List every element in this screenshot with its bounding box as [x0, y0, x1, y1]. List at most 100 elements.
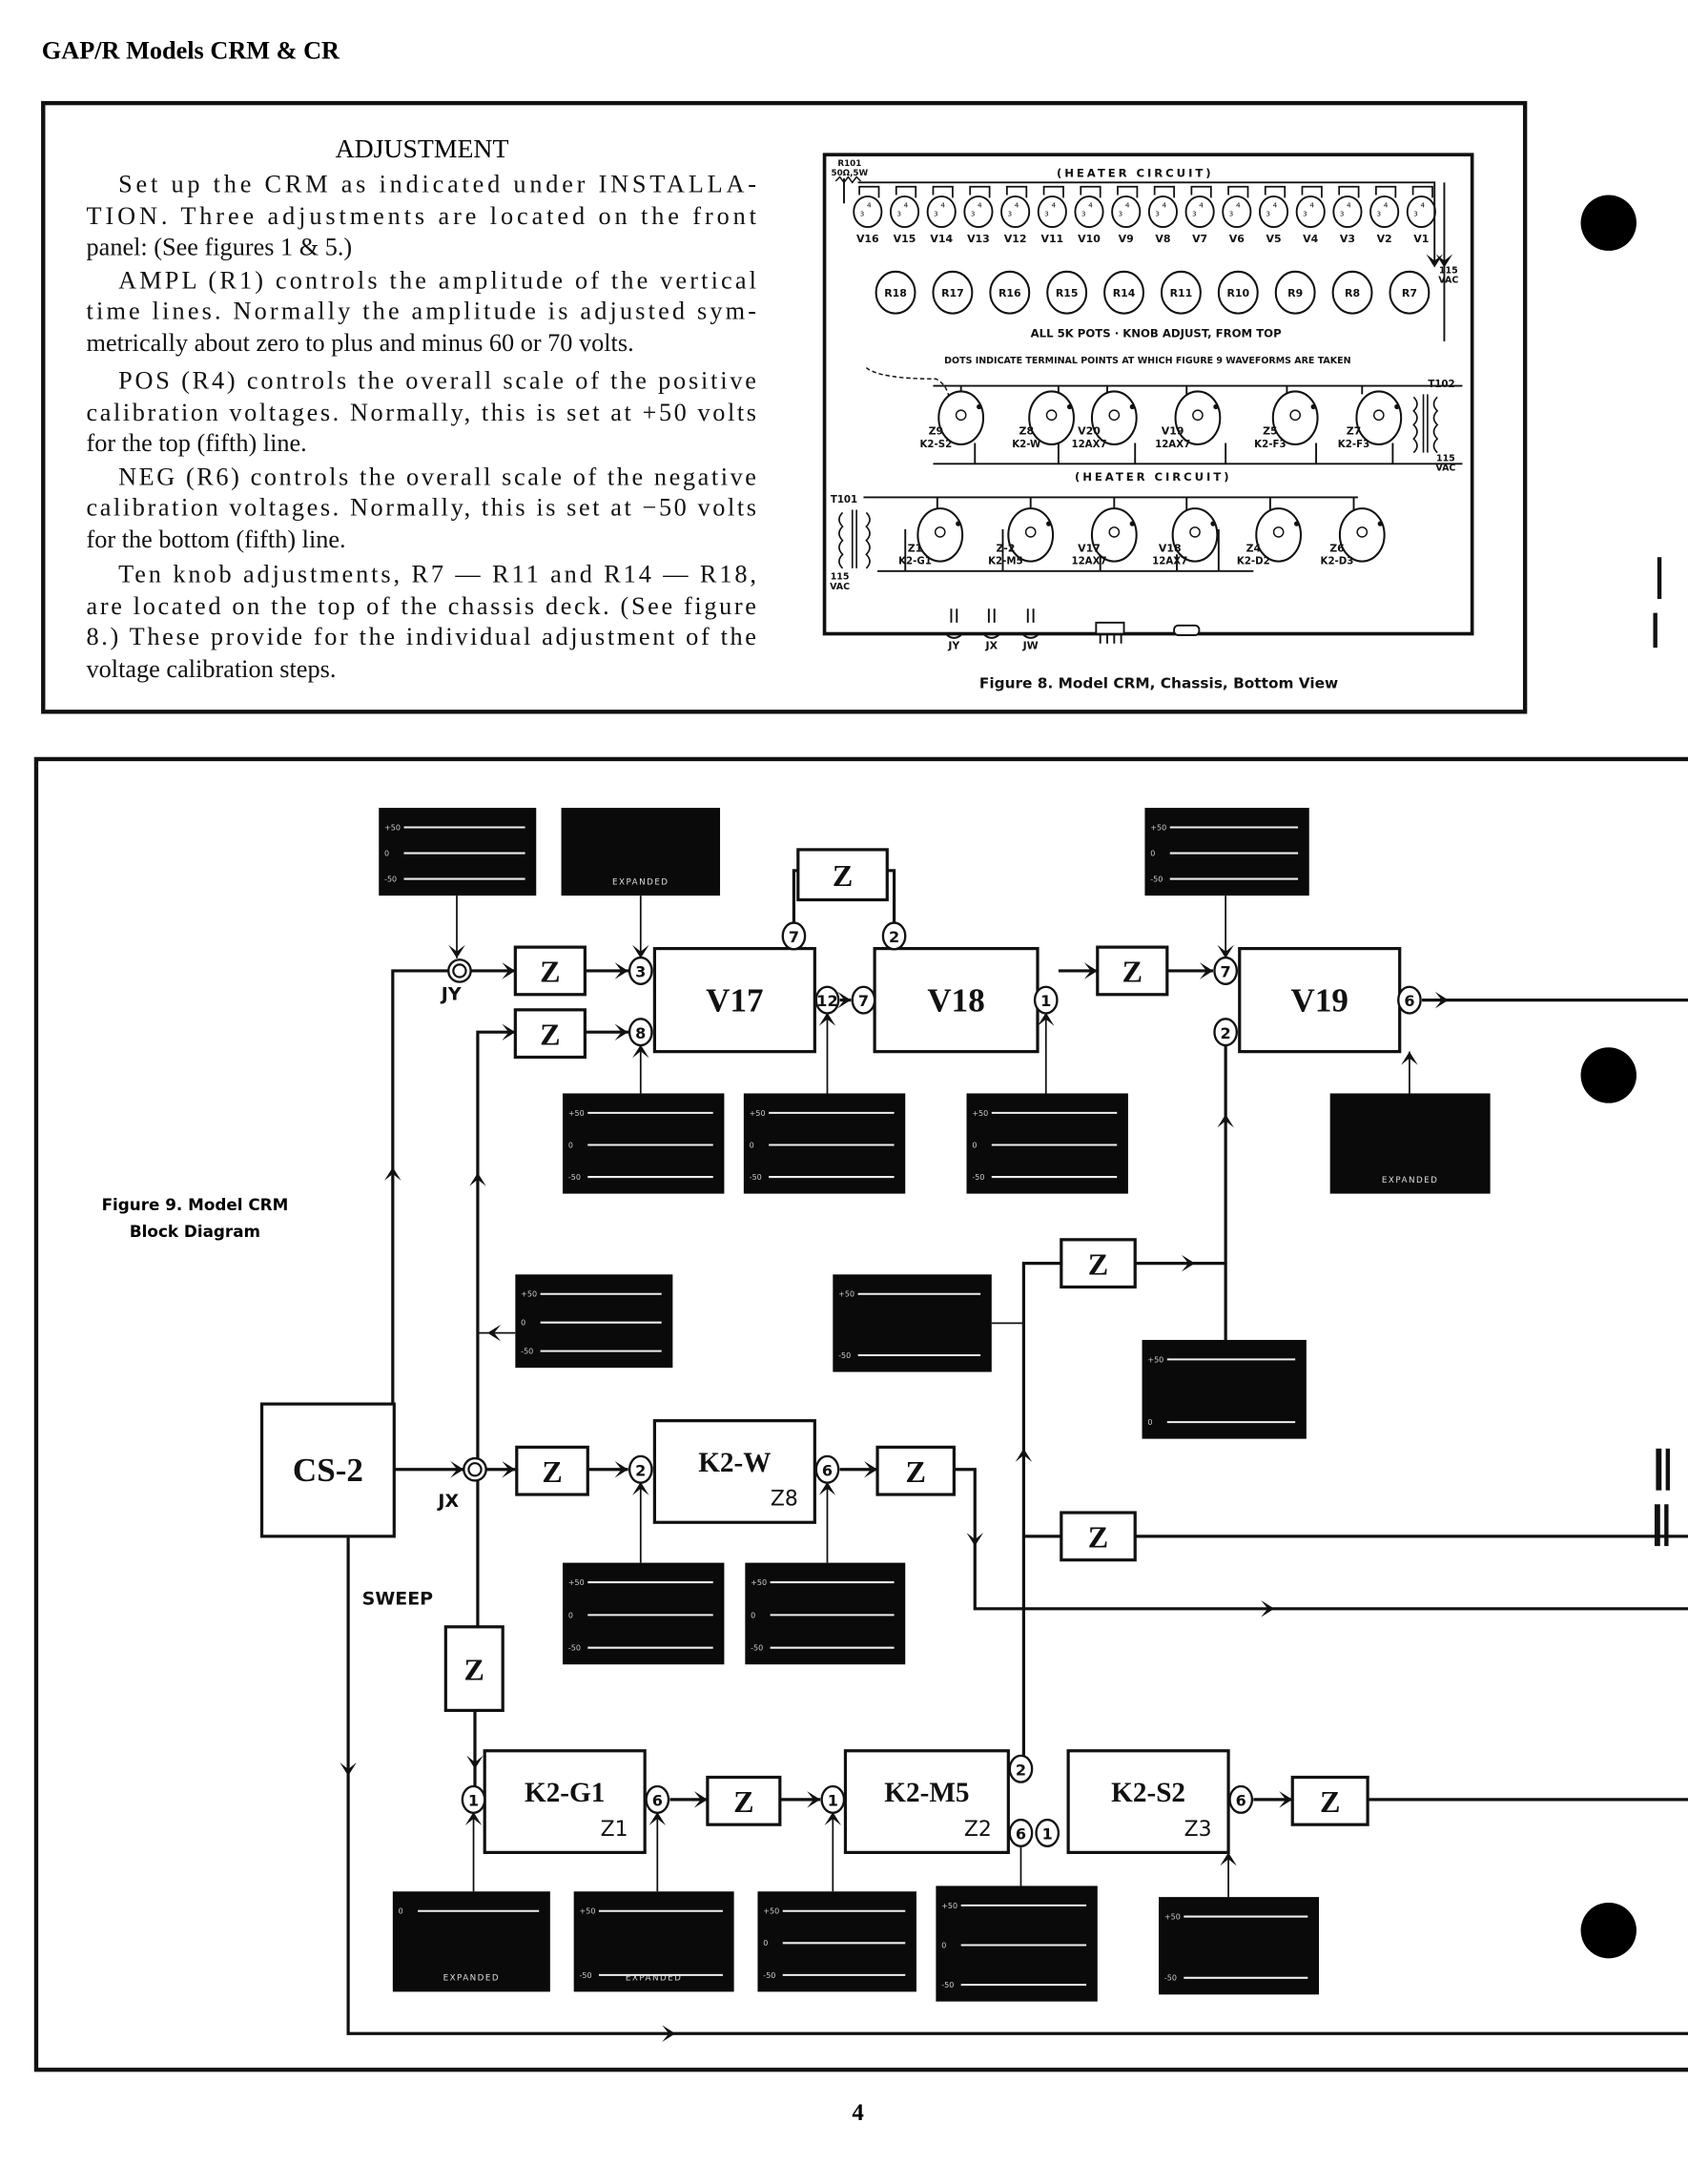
waveform-scale-label: -50: [1164, 1974, 1177, 1983]
potentiometer-icon: [1217, 270, 1259, 315]
arrow-icon: [1083, 962, 1098, 979]
socket-type: 12AX7: [1071, 440, 1106, 450]
impedance-block: [1096, 945, 1169, 997]
socket-key: [1108, 409, 1121, 422]
block-k2w: [652, 1419, 816, 1524]
jack-label: JX: [985, 640, 998, 652]
socket-id: Z4: [1246, 542, 1262, 554]
pot-label: R8: [1345, 287, 1360, 299]
block-k2s2: [1066, 1749, 1230, 1854]
waveform-scale-label: 0: [941, 1941, 946, 1949]
waveform-scale-label: +50: [568, 1109, 585, 1118]
socket-key: [1024, 526, 1037, 538]
block-label-k2w: K2-W: [698, 1448, 771, 1478]
waveform-scale-label: 0: [750, 1141, 754, 1149]
impedance-block: [515, 1445, 589, 1496]
socket-key: [1372, 409, 1385, 422]
block-v17: [652, 946, 816, 1054]
waveform-scale-label: +50: [568, 1578, 585, 1587]
pin-number: 3: [1376, 209, 1381, 217]
arrow-icon: [1015, 1448, 1033, 1462]
tube-label: V2: [1377, 233, 1392, 245]
waveform-screen: [515, 1274, 673, 1369]
page-number: 4: [852, 2100, 863, 2126]
jack-icon: [1021, 608, 1040, 639]
waveform-scale-label: -50: [763, 1971, 775, 1980]
terminal-dot: [1213, 403, 1219, 410]
paragraph-line: Set up the CRM as indicated under INSTAL…: [118, 171, 756, 198]
waveform-screen: [563, 1562, 725, 1665]
tube-socket-icon: [1171, 507, 1219, 563]
paragraph-line: calibration voltages. Normally, this is …: [87, 493, 756, 521]
potentiometer-icon: [1046, 270, 1088, 315]
waveform-scale-label: +50: [941, 1902, 957, 1910]
tube-socket-icon: [1174, 390, 1222, 445]
waveform-screen: [1144, 808, 1309, 896]
block-k2g1: [483, 1749, 647, 1854]
leader-line: [865, 367, 951, 407]
heater-wire: [1338, 185, 1360, 198]
pin-number: 2: [1221, 1024, 1231, 1042]
waveform-scale-label: -50: [838, 1351, 851, 1360]
block-label-k2m5: K2-M5: [884, 1778, 969, 1808]
heater-wire: [1042, 185, 1064, 198]
terminal-dot: [1377, 521, 1383, 526]
arrow-icon: [448, 944, 465, 958]
socket-type: K2-D3: [1321, 557, 1354, 567]
arrow-icon: [1435, 254, 1453, 268]
socket-type: K2-S2: [920, 440, 953, 450]
heater-circuit-label: (HEATER CIRCUIT): [1075, 470, 1232, 484]
vac-label: VAC: [1438, 276, 1458, 286]
paragraph-line: for the top (fifth) line.: [87, 429, 307, 457]
waveform-scale-label: +50: [750, 1109, 766, 1118]
socket-id: Z8: [1019, 425, 1035, 438]
waveform-scale-label: -50: [1150, 875, 1163, 883]
socket-type: K2-F3: [1254, 440, 1286, 450]
pot-label: R17: [941, 287, 964, 299]
vac-label: VAC: [830, 582, 850, 592]
oscilloscope-waveform: +500-50: [515, 1274, 673, 1369]
tube-socket-icon: [853, 196, 883, 229]
tube-socket-icon: [1111, 196, 1142, 229]
pin-marker: [851, 985, 876, 1015]
sweep-label: SWEEP: [362, 1588, 433, 1609]
arrow-icon: [502, 962, 516, 979]
heater-wire: [932, 185, 954, 198]
arrow-icon: [1182, 1254, 1196, 1272]
socket-key: [1289, 409, 1302, 422]
socket-key: [1192, 409, 1204, 422]
tube-label: V6: [1229, 233, 1245, 245]
connector-line: [954, 1468, 1688, 1611]
pin-number: 12: [816, 992, 837, 1010]
terminal-dot: [1394, 403, 1400, 410]
tube-socket-icon: [1369, 196, 1400, 229]
impedance-label: Z: [540, 1017, 560, 1051]
connector-line: [1021, 1262, 1061, 1757]
pin-number: 1: [1040, 992, 1051, 1010]
socket-type: 12AX7: [1152, 557, 1187, 567]
heater-wire: [1301, 185, 1323, 198]
pin-number: 3: [934, 209, 938, 217]
pin-number: 6: [822, 1461, 833, 1479]
tube-socket-icon: [1147, 196, 1178, 229]
heater-wire: [1374, 185, 1397, 198]
waveform-screen: [1329, 1093, 1491, 1194]
socket-key: [1272, 526, 1285, 538]
block-label-v19: V19: [1291, 981, 1348, 1019]
tube-label: V5: [1266, 233, 1281, 245]
arrow-icon: [1401, 1051, 1418, 1065]
oscilloscope-waveform: +50-50: [833, 1274, 992, 1372]
pin-number: 3: [896, 209, 901, 217]
pin-number: 3: [1303, 209, 1307, 217]
socket-key: [1045, 409, 1058, 422]
pin-marker: [1033, 985, 1059, 1015]
impedance-block: [796, 848, 889, 902]
pin-number: 4: [1163, 201, 1167, 210]
pin-marker: [881, 921, 907, 951]
waveform-scale-label: 0: [1147, 1418, 1152, 1427]
pin-number: 4: [1051, 201, 1056, 210]
tube-socket-icon: [1184, 196, 1215, 229]
socket-id: Z1: [908, 542, 923, 554]
pin-marker: [814, 985, 840, 1015]
arrow-icon: [807, 1791, 821, 1808]
